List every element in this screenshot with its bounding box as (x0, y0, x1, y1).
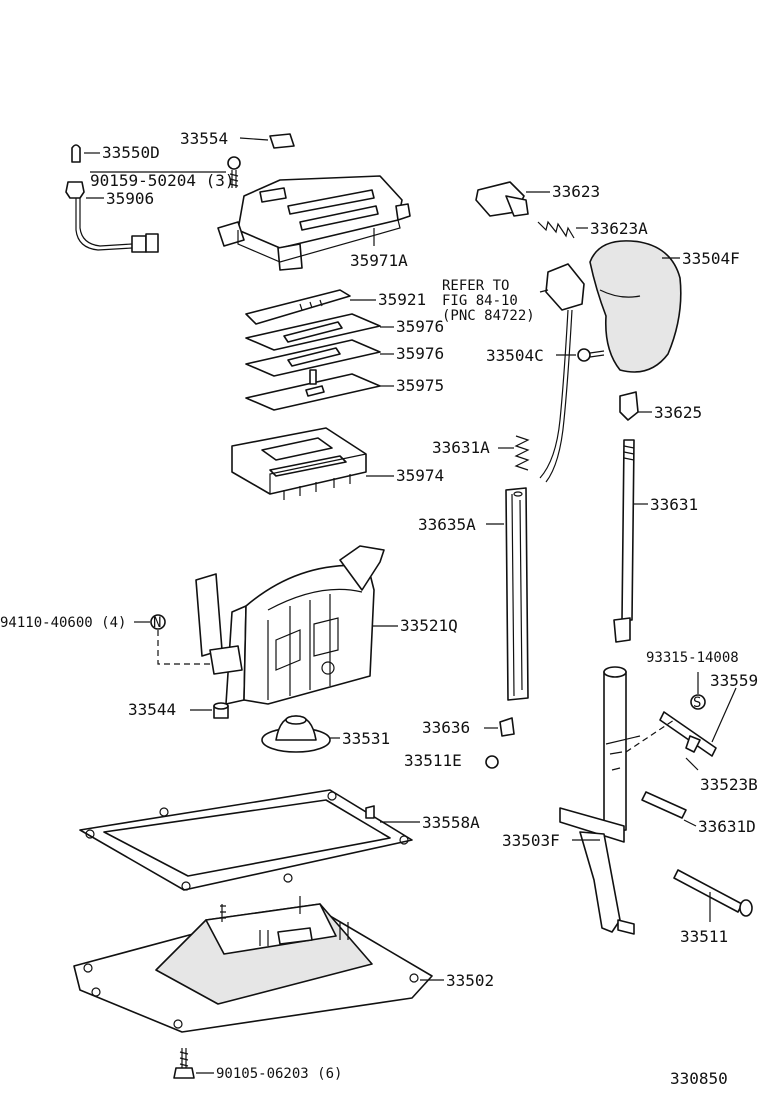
label-33550d: 33550D (102, 143, 160, 162)
washer-93315-part: S (690, 694, 706, 711)
label-33511e: 33511E (404, 751, 462, 770)
label-33558a: 33558A (422, 813, 480, 832)
label-33531: 33531 (342, 729, 390, 748)
button-33623-part (475, 181, 529, 217)
nut-94110-part: N (150, 614, 166, 631)
nut-symbol: N (153, 615, 161, 631)
spring-33631a-part (514, 435, 530, 471)
label-33559: 33559 (710, 671, 758, 690)
screw-33504c-part (577, 348, 605, 362)
label-33554: 33554 (180, 129, 228, 148)
refer-line-2: FIG 84-10 (442, 293, 518, 309)
label-33631d: 33631D (698, 817, 756, 836)
refer-line-3: (PNC 84722) (442, 308, 535, 324)
pin-33523b-part (685, 757, 699, 771)
plate-33554-part (269, 133, 295, 149)
label-35906: 35906 (106, 189, 154, 208)
label-35974: 35974 (396, 466, 444, 485)
plate-33502-part (73, 896, 433, 1033)
label-35971a: 35971A (350, 251, 408, 270)
bolt-33511-part (673, 869, 753, 917)
refer-line-1: REFER TO (442, 278, 509, 294)
bushing-33544-part (213, 702, 229, 719)
label-33521q: 33521Q (400, 616, 458, 635)
label-33635a: 33635A (418, 515, 476, 534)
label-33625: 33625 (654, 403, 702, 422)
label-33502: 33502 (446, 971, 494, 990)
spring-33623a-part (537, 220, 575, 239)
clip-33625-part (619, 391, 639, 421)
base-33521q-part (195, 545, 385, 705)
label-33504f: 33504F (682, 249, 740, 268)
bolt-90105-part (173, 1048, 195, 1079)
label-33623a: 33623A (590, 219, 648, 238)
pin-33631d-part (641, 791, 687, 819)
knob-33504f-part (589, 240, 682, 373)
label-33511: 33511 (680, 927, 728, 946)
label-33504c: 33504C (486, 346, 544, 365)
gasket-33558a-part (79, 789, 413, 891)
label-33523b: 33523B (700, 775, 758, 794)
plate-35976-lower-part (245, 339, 381, 377)
washer-symbol: S (693, 695, 701, 711)
ering-33511e-part (485, 755, 499, 769)
label-33544: 33544 (128, 700, 176, 719)
lever-33559-part (659, 711, 717, 757)
label-35921: 35921 (378, 290, 426, 309)
label-35976-a: 35976 (396, 317, 444, 336)
label-33631: 33631 (650, 495, 698, 514)
plate-35921-part (245, 289, 351, 325)
screw-90159-part (227, 156, 241, 188)
rod-33631-part (613, 439, 635, 643)
socket-35906-part (65, 181, 159, 253)
label-35976-b: 35976 (396, 344, 444, 363)
switch-cable-part (539, 263, 585, 483)
bulb-33550d-part (71, 144, 81, 163)
boot-33531-part (261, 715, 331, 753)
block-35974-part (231, 427, 367, 500)
channel-33635a-part (505, 487, 529, 701)
label-33623: 33623 (552, 182, 600, 201)
label-33631a: 33631A (432, 438, 490, 457)
label-35975: 35975 (396, 376, 444, 395)
lever-33503f-part (559, 666, 641, 935)
label-90159: 90159-50204 (3) (90, 171, 235, 190)
clip-33636-part (499, 717, 515, 737)
label-93315: 93315-14008 (646, 650, 739, 666)
housing-35971a-part (217, 175, 411, 271)
plate-35976-upper-part (245, 313, 381, 351)
plate-35975-part (245, 369, 381, 411)
label-33636: 33636 (422, 718, 470, 737)
label-94110: 94110-40600 (4) (0, 615, 126, 631)
label-90105: 90105-06203 (6) (216, 1066, 342, 1082)
diagram-id: 330850 (670, 1069, 728, 1088)
label-33503f: 33503F (502, 831, 560, 850)
